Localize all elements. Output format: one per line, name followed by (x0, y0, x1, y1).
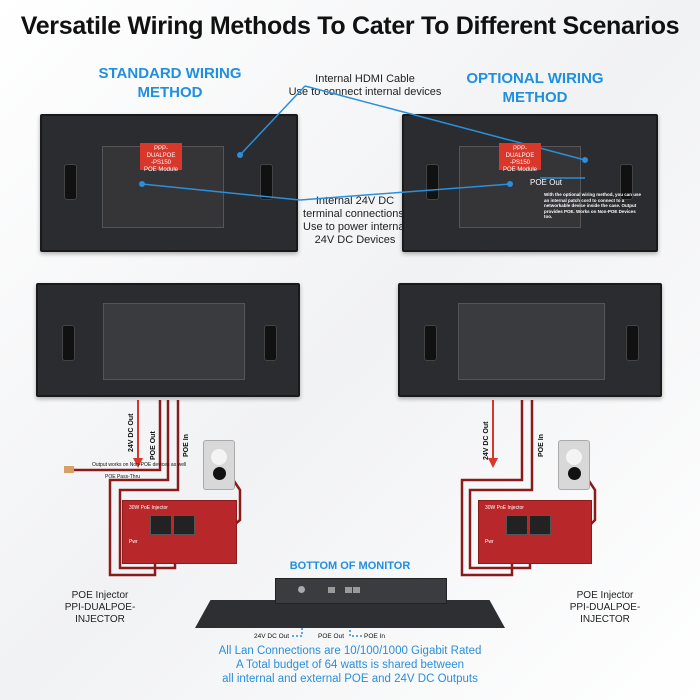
dc-callout-line4: 24V DC Devices (314, 234, 396, 246)
handle (626, 325, 639, 361)
poe-out-wire-label: POE Out (150, 431, 157, 460)
dc-out-label: 24V DC Out (128, 413, 135, 452)
module-line1: PPP-DUALPOE (146, 146, 176, 159)
optional-wires (460, 400, 597, 577)
back-cover (458, 303, 605, 380)
ethernet-port-icon (345, 587, 352, 593)
pwr-label: Pwr (129, 539, 138, 545)
dc-jack-icon (298, 586, 305, 593)
dc-out-label-right: 24V DC Out (483, 421, 490, 460)
injector-brand: 30W PoE Injector (485, 505, 524, 511)
handle (64, 164, 77, 200)
poe-injector-right: 30W PoE Injector Pwr (478, 500, 592, 564)
poe-in-wire-label: POE In (183, 434, 190, 457)
poe-out-label: POE Out (530, 178, 563, 187)
ethernet-port-icon (150, 515, 172, 535)
power-outlet-icon (203, 440, 235, 490)
module-line2: -PS150 (150, 160, 171, 166)
pwr-label: Pwr (485, 539, 494, 545)
footer-line2: A Total budget of 64 watts is shared bet… (235, 659, 465, 671)
monitor-bottom-edge (195, 600, 505, 628)
dc-callout-line2: terminal connections. (303, 208, 407, 220)
passthru-label: POE Pass-Thru (105, 474, 141, 480)
injector-brand: 30W PoE Injector (129, 505, 168, 511)
optional-heading: OPTIONAL WIRING METHOD (435, 69, 635, 107)
page-title: Versatile Wiring Methods To Cater To Dif… (20, 12, 680, 40)
bottom-dc-out-label: 24V DC Out (254, 633, 290, 640)
standard-heading-line1: STANDARD WIRING (98, 65, 242, 82)
ethernet-port-icon (173, 515, 195, 535)
ethernet-port-icon (328, 587, 335, 593)
injector-line1: POE Injector (576, 590, 634, 601)
bottom-heading: BOTTOM OF MONITOR (289, 560, 411, 572)
bottom-poe-in-label: POE In (364, 633, 385, 640)
injector-line1: POE Injector (71, 590, 129, 601)
standard-heading-line2: METHOD (137, 84, 203, 101)
dc-callout-line3: Use to power internal (303, 221, 407, 233)
power-outlet-icon (558, 440, 590, 490)
module-line2: -PS150 (509, 160, 530, 166)
footer-line1: All Lan Connections are 10/100/1000 Giga… (218, 645, 482, 657)
ethernet-port-icon (529, 515, 551, 535)
non-poe-note: Output works on Non-POE devices as well (92, 462, 187, 468)
handle (424, 325, 437, 361)
handle (264, 325, 277, 361)
poe-in-label-right: POE In (538, 434, 545, 457)
bottom-poe-out-label: POE Out (318, 633, 345, 640)
optional-monitor-back (398, 283, 662, 397)
footer-line3: all internal and external POE and 24V DC… (222, 673, 478, 685)
module-line3: POE Module (502, 167, 538, 173)
handle (62, 325, 75, 361)
standard-wires (70, 400, 242, 577)
injector-line2: PPI-DUALPOE-INJECTOR (569, 602, 641, 625)
injector-line2: PPI-DUALPOE-INJECTOR (64, 602, 136, 625)
callout-lines (141, 85, 586, 201)
ethernet-port-icon (353, 587, 360, 593)
ethernet-port-icon (506, 515, 528, 535)
handle (260, 164, 273, 200)
hdmi-callout-line2: Use to connect internal devices (288, 86, 442, 98)
standard-heading: STANDARD WIRING METHOD (70, 64, 270, 102)
port-panel (275, 578, 447, 604)
module-line1: PPP-DUALPOE (505, 146, 535, 159)
optional-heading-line2: METHOD (502, 89, 568, 106)
optional-note: With the optional wiring method, you can… (544, 192, 641, 219)
poe-injector-left: 30W PoE Injector Pwr (122, 500, 237, 564)
module-line3: POE Module (143, 167, 179, 173)
optional-heading-line1: OPTIONAL WIRING (466, 70, 604, 87)
handle (620, 164, 633, 200)
hdmi-callout-line1: Internal HDMI Cable (315, 73, 415, 85)
standard-monitor-back (36, 283, 300, 397)
handle (426, 164, 439, 200)
rj45-connector-icon (64, 466, 74, 473)
back-cover (103, 303, 245, 380)
